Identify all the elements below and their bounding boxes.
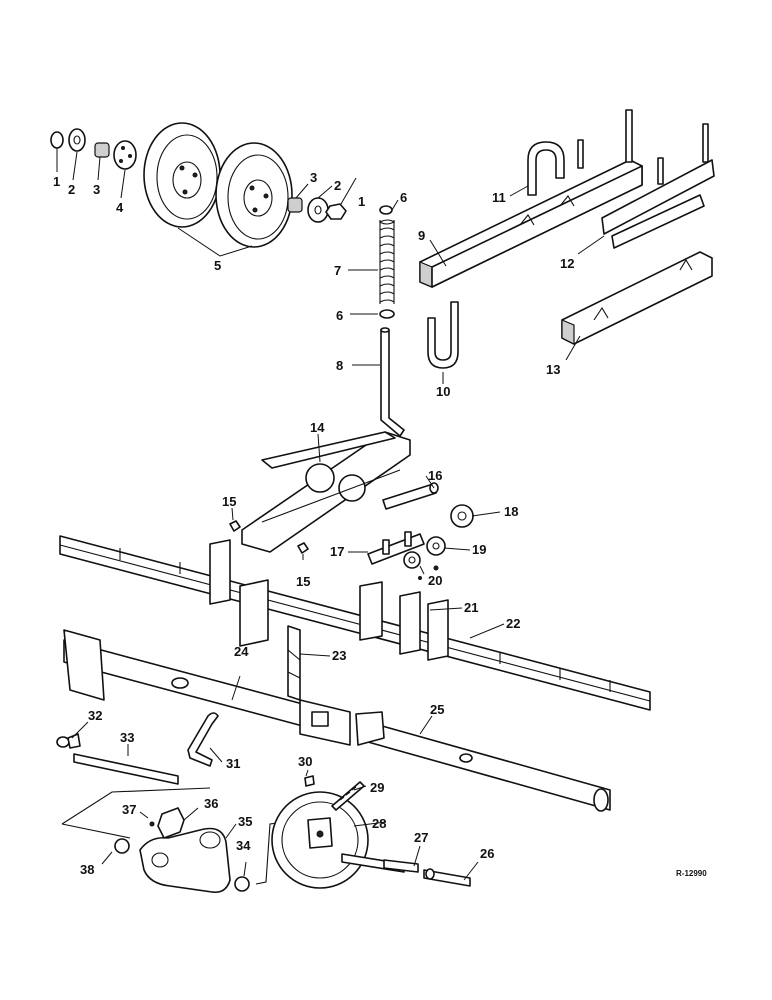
callout-11: 11 bbox=[492, 190, 506, 205]
callout-35: 35 bbox=[238, 814, 252, 829]
callout-6-top: 6 bbox=[400, 190, 407, 205]
small-parts bbox=[229, 482, 474, 580]
callout-20: 20 bbox=[428, 573, 442, 588]
bracket-14 bbox=[241, 431, 411, 553]
callout-17: 17 bbox=[330, 544, 344, 559]
callout-16: 16 bbox=[428, 468, 442, 483]
main-toolbar bbox=[59, 535, 651, 711]
callout-8: 8 bbox=[336, 358, 343, 373]
callout-24: 24 bbox=[234, 644, 249, 659]
callout-6-bottom: 6 bbox=[336, 308, 343, 323]
callout-27: 27 bbox=[414, 830, 428, 845]
callout-37: 37 bbox=[122, 802, 136, 817]
callout-1-right: 1 bbox=[358, 194, 365, 209]
callout-25: 25 bbox=[430, 702, 444, 717]
callout-4: 4 bbox=[116, 200, 124, 215]
callout-1-left: 1 bbox=[53, 174, 60, 189]
callout-21: 21 bbox=[464, 600, 478, 615]
callout-2-left: 2 bbox=[68, 182, 75, 197]
spring-rod-assembly bbox=[378, 205, 405, 437]
callout-29: 29 bbox=[370, 780, 384, 795]
callout-30: 30 bbox=[298, 754, 312, 769]
callout-23: 23 bbox=[332, 648, 346, 663]
bars-and-u-bolts bbox=[419, 109, 715, 369]
callout-36: 36 bbox=[204, 796, 218, 811]
callout-38: 38 bbox=[80, 862, 94, 877]
callout-28: 28 bbox=[372, 816, 386, 831]
callout-3-right: 3 bbox=[310, 170, 317, 185]
callout-33: 33 bbox=[120, 730, 134, 745]
callout-18: 18 bbox=[504, 504, 518, 519]
callout-15-upper: 15 bbox=[222, 494, 236, 509]
callout-labels: 1 2 3 4 5 3 2 1 6 7 6 8 9 10 11 12 13 14… bbox=[53, 170, 707, 878]
callout-26: 26 bbox=[480, 846, 494, 861]
callout-15-lower: 15 bbox=[296, 574, 310, 589]
callout-19: 19 bbox=[472, 542, 486, 557]
reference-code: R-12990 bbox=[676, 869, 707, 878]
callout-5: 5 bbox=[214, 258, 221, 273]
callout-22: 22 bbox=[506, 616, 520, 631]
drive-assembly bbox=[56, 712, 287, 894]
callout-3-left: 3 bbox=[93, 182, 100, 197]
callout-9: 9 bbox=[418, 228, 425, 243]
callout-7: 7 bbox=[334, 263, 341, 278]
callout-31: 31 bbox=[226, 756, 240, 771]
callout-34: 34 bbox=[236, 838, 251, 853]
callout-32: 32 bbox=[88, 708, 102, 723]
callout-12: 12 bbox=[560, 256, 574, 271]
callout-14: 14 bbox=[310, 420, 325, 435]
callout-2-right: 2 bbox=[334, 178, 341, 193]
callout-13: 13 bbox=[546, 362, 560, 377]
leader-lines bbox=[56, 148, 605, 881]
callout-10: 10 bbox=[436, 384, 450, 399]
tubes bbox=[63, 625, 611, 812]
wheel-assembly bbox=[50, 122, 347, 248]
